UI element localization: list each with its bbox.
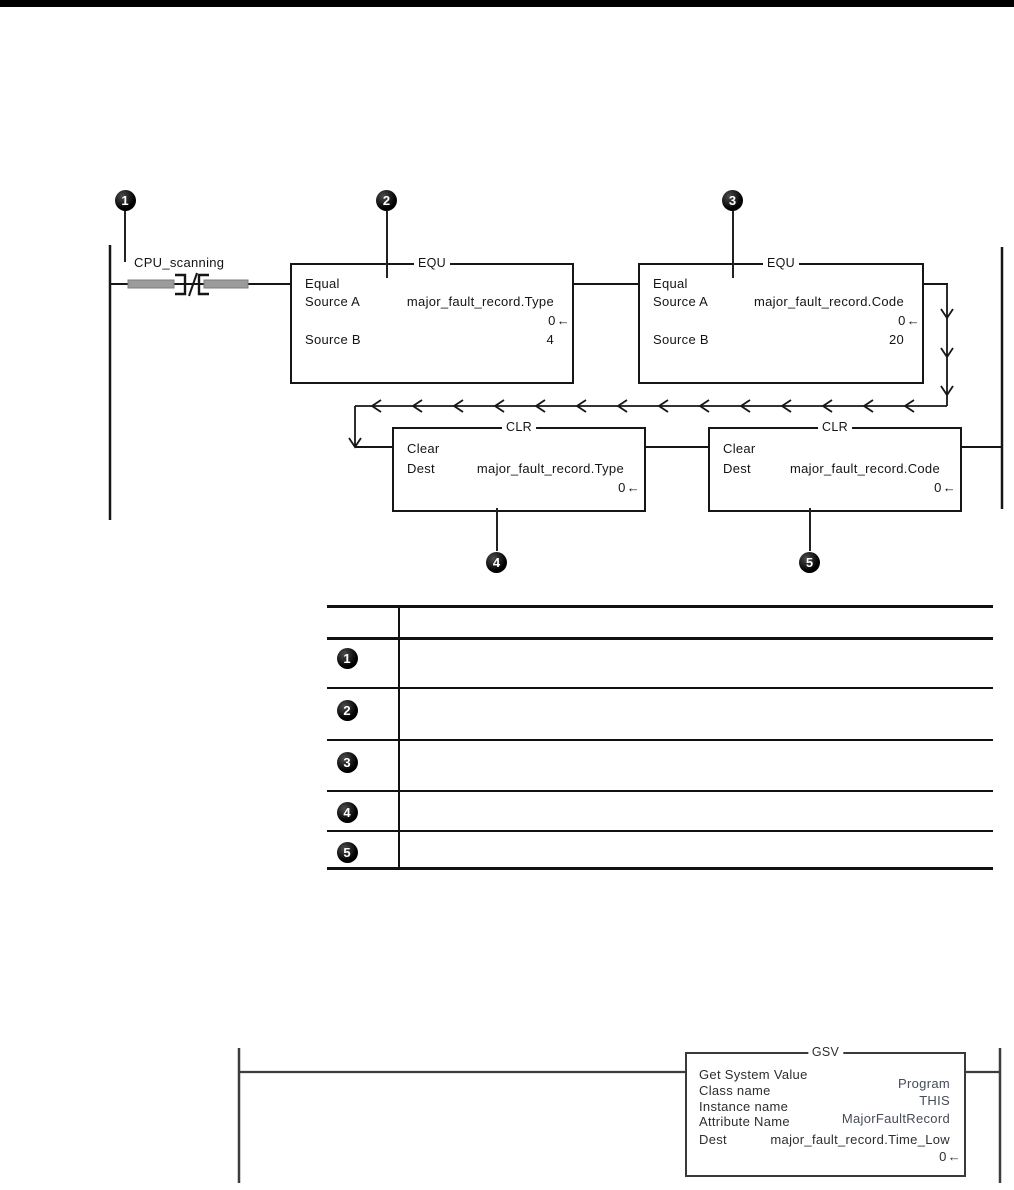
callout-line-5 [809,508,811,551]
table-row-divider [327,739,993,741]
table-row-description [410,650,980,680]
instruction-name: Equal [305,276,340,291]
gsv-instruction-box: GSV Get System Value Class name Program … [685,1045,966,1177]
source-b-value: 4 [546,332,554,347]
source-a-operand: major_fault_record.Type [406,294,554,309]
table-row-divider [327,790,993,792]
source-b-label: Source B [653,332,709,347]
source-a-label: Source A [305,294,361,309]
instruction-mnemonic: CLR [502,420,536,434]
source-a-label: Source A [653,294,709,309]
callout-bubble-2: 2 [376,189,397,211]
table-column-divider [398,605,400,870]
instruction-mnemonic: GSV [807,1045,844,1059]
dest-label: Dest [407,461,435,476]
dest-operand: major_fault_record.Type [476,461,624,476]
class-name-value: Program [898,1076,950,1091]
clr-instruction-box-code: CLR Clear Dest major_fault_record.Code 0… [708,420,962,512]
flow-direction-arrows [348,308,954,449]
table-row-bubble-4: 4 [336,801,358,823]
value-arrow-icon: ← [906,313,920,328]
attribute-name-value: MajorFaultRecord [841,1111,950,1126]
callout-line-1 [124,210,126,262]
contact-tag-label: CPU_scanning [134,255,225,270]
equ-instruction-box-code: EQU Equal Source A major_fault_record.Co… [638,256,924,384]
value-arrow-icon: ← [947,1149,961,1164]
callout-bubble-1: 1 [114,189,136,211]
table-row-bubble-1: 1 [336,647,358,669]
dest-value: 0← [618,480,640,495]
dest-operand: major_fault_record.Code [790,461,940,476]
source-a-value: 0← [548,313,570,328]
source-a-value: 0← [898,313,920,328]
instruction-mnemonic: CLR [818,420,852,434]
callout-line-3 [732,211,734,278]
table-header-cell [410,614,980,634]
table-row-divider [327,830,993,832]
instruction-mnemonic: EQU [414,256,450,270]
class-name-label: Class name [699,1083,771,1098]
instruction-name: Get System Value [699,1067,808,1082]
source-b-value: 20 [888,332,904,347]
table-row-description [410,754,980,784]
dest-label: Dest [699,1132,727,1147]
ladder-rung-wires [108,245,1004,520]
table-row-description [410,804,980,828]
callout-bubble-5: 5 [799,551,820,573]
normally-closed-contact-icon [127,272,249,297]
table-row-bubble-3: 3 [336,751,358,773]
callout-bubble-4: 4 [486,551,507,573]
instruction-mnemonic: EQU [763,256,799,270]
value-arrow-icon: ← [942,480,956,495]
top-bar [0,0,1014,7]
table-row-bubble-2: 2 [336,699,358,721]
attribute-name-label: Attribute Name [699,1114,790,1129]
dest-value: 0← [934,480,956,495]
table-row-description [410,702,980,732]
value-arrow-icon: ← [626,480,640,495]
dest-label: Dest [723,461,751,476]
callout-line-4 [496,508,498,551]
callout-bubble-3: 3 [722,189,743,211]
instruction-name: Equal [653,276,688,291]
instance-name-label: Instance name [699,1099,789,1114]
instruction-name: Clear [723,441,756,456]
table-row-divider [327,687,993,689]
source-a-operand: major_fault_record.Code [754,294,904,309]
callout-line-2 [386,211,388,278]
dest-operand: major_fault_record.Time_Low [770,1132,950,1147]
dest-value: 0← [939,1149,961,1164]
equ-instruction-box-type: EQU Equal Source A major_fault_record.Ty… [290,256,574,384]
clr-instruction-box-type: CLR Clear Dest major_fault_record.Type 0… [392,420,646,512]
table-border-bottom [327,866,993,870]
table-row-description [410,844,980,868]
value-arrow-icon: ← [556,313,570,328]
table-border-top [327,605,993,608]
table-header-divider [327,636,993,640]
source-b-label: Source B [305,332,361,347]
instruction-name: Clear [407,441,440,456]
instance-name-value: THIS [919,1093,950,1108]
table-row-bubble-5: 5 [336,841,358,863]
